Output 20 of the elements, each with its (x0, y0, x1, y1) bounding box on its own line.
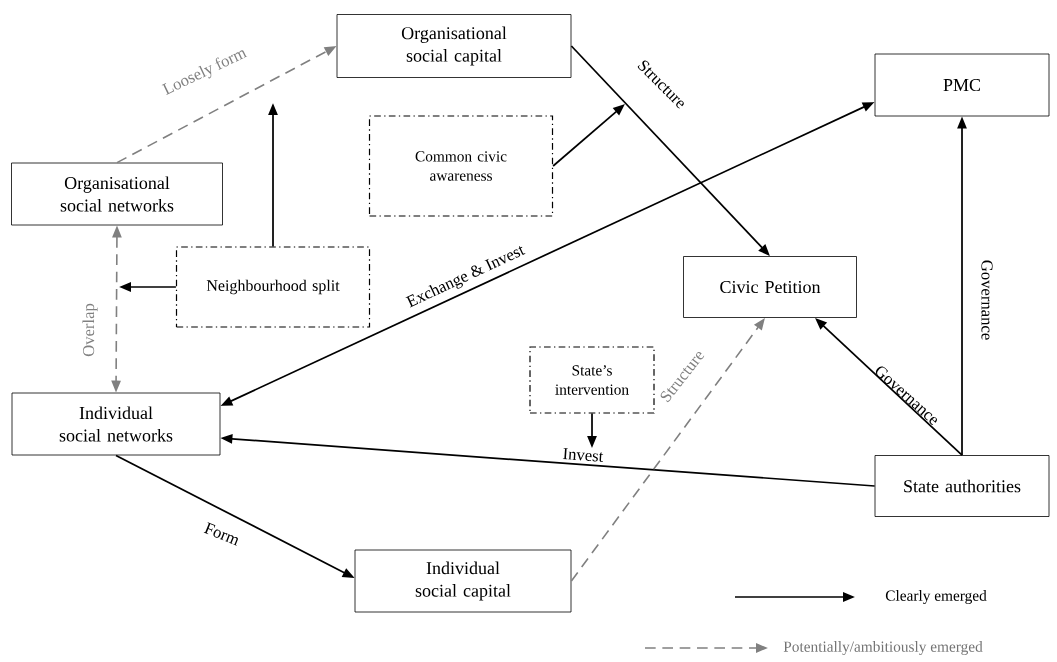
concept-box: Individual social capital (354, 549, 572, 613)
arrow (570, 45, 770, 256)
concept-box: PMC (874, 53, 1050, 117)
edge-label: Overlap (82, 303, 98, 357)
concept-box: Organisational social capital (336, 14, 572, 78)
arrow (815, 318, 963, 456)
factor-box: Common civic awareness (368, 115, 554, 217)
edge-label: Form (203, 522, 238, 546)
legend-label: Potentially/ambitiously emerged (783, 641, 983, 655)
concept-box: Organisational social networks (11, 162, 223, 226)
concept-box: Civic Petition (683, 256, 857, 318)
concept-box: State authorities (874, 455, 1050, 517)
edge-label: Invest (562, 448, 604, 462)
arrow (570, 318, 765, 582)
arrow (552, 104, 625, 167)
factor-box: State’s intervention (529, 346, 655, 414)
factor-box: Neighbourhood split (175, 246, 371, 328)
concept-box: Individual social networks (11, 392, 221, 456)
legend-label: Clearly emerged (885, 590, 987, 604)
edge-label: Governance (981, 260, 993, 340)
